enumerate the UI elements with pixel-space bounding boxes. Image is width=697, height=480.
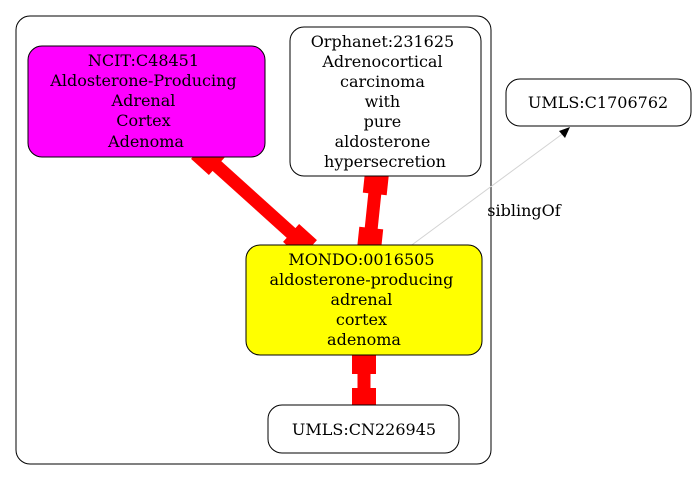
node-mondo-line: aldosterone-producing	[270, 270, 454, 289]
node-umls-cn226945-box	[267, 404, 460, 454]
node-orphanet-box	[289, 26, 482, 177]
node-orphanet-line: hypersecretion	[324, 152, 446, 171]
arrowhead-icon	[559, 127, 570, 138]
node-ncit-c48451[interactable]: NCIT:C48451 Aldosterone-Producing Adrena…	[27, 45, 266, 158]
node-orphanet-line: aldosterone	[335, 132, 431, 151]
cluster-boundary	[15, 15, 492, 465]
node-ncit-line: Adenoma	[107, 132, 184, 151]
svg-text:Orphanet:231625 Adrenoco: Orphanet:231625 Adrenocortical carcinoma…	[311, 32, 460, 171]
node-ncit-line: Aldosterone-Producing	[49, 71, 236, 90]
edge-siblingof: siblingOf	[404, 127, 570, 251]
node-orphanet-line: Adrenocortical	[321, 52, 442, 71]
node-umls-c1706762[interactable]: UMLS:C1706762	[505, 78, 692, 127]
svg-text:UMLS:CN226945: UMLS:CN226945	[292, 420, 436, 439]
edge-label-siblingof: siblingOf	[487, 201, 561, 220]
node-mondo-0016505[interactable]: MONDO:0016505 aldosterone-producing adre…	[245, 244, 483, 356]
node-ncit-line: Adrenal	[111, 91, 176, 110]
node-orphanet-line: Orphanet:231625	[311, 32, 455, 51]
node-orphanet-line: pure	[364, 112, 402, 131]
node-mondo-line: adrenal	[331, 290, 393, 309]
svg-text:MONDO:0016505 aldosteron: MONDO:0016505 aldosterone-producing adre…	[270, 250, 459, 349]
node-ncit-line: NCIT:C48451	[88, 51, 199, 70]
node-umls-cn226945-line: UMLS:CN226945	[292, 420, 436, 439]
node-orphanet-line: with	[365, 92, 401, 111]
node-ncit-box	[27, 45, 266, 158]
edge-mondo-umls-cn226945	[352, 350, 376, 412]
node-orphanet-line: carcinoma	[340, 72, 425, 91]
node-mondo-line: cortex	[336, 310, 387, 329]
node-ncit-line: Cortex	[116, 111, 170, 130]
node-umls-c1706762-box	[505, 78, 692, 127]
svg-text:UMLS:C1706762: UMLS:C1706762	[528, 93, 668, 112]
node-umls-c1706762-line: UMLS:C1706762	[528, 93, 668, 112]
node-mondo-line: adenoma	[327, 330, 401, 349]
node-mondo-line: MONDO:0016505	[288, 250, 434, 269]
node-umls-cn226945[interactable]: UMLS:CN226945	[267, 404, 460, 454]
node-orphanet-231625[interactable]: Orphanet:231625 Adrenocortical carcinoma…	[289, 26, 482, 177]
node-mondo-box	[245, 244, 483, 356]
svg-text:NCIT:C48451 Aldosterone-: NCIT:C48451 Aldosterone-Producing Adrena…	[49, 51, 241, 151]
edge-orphanet-mondo	[356, 168, 390, 254]
